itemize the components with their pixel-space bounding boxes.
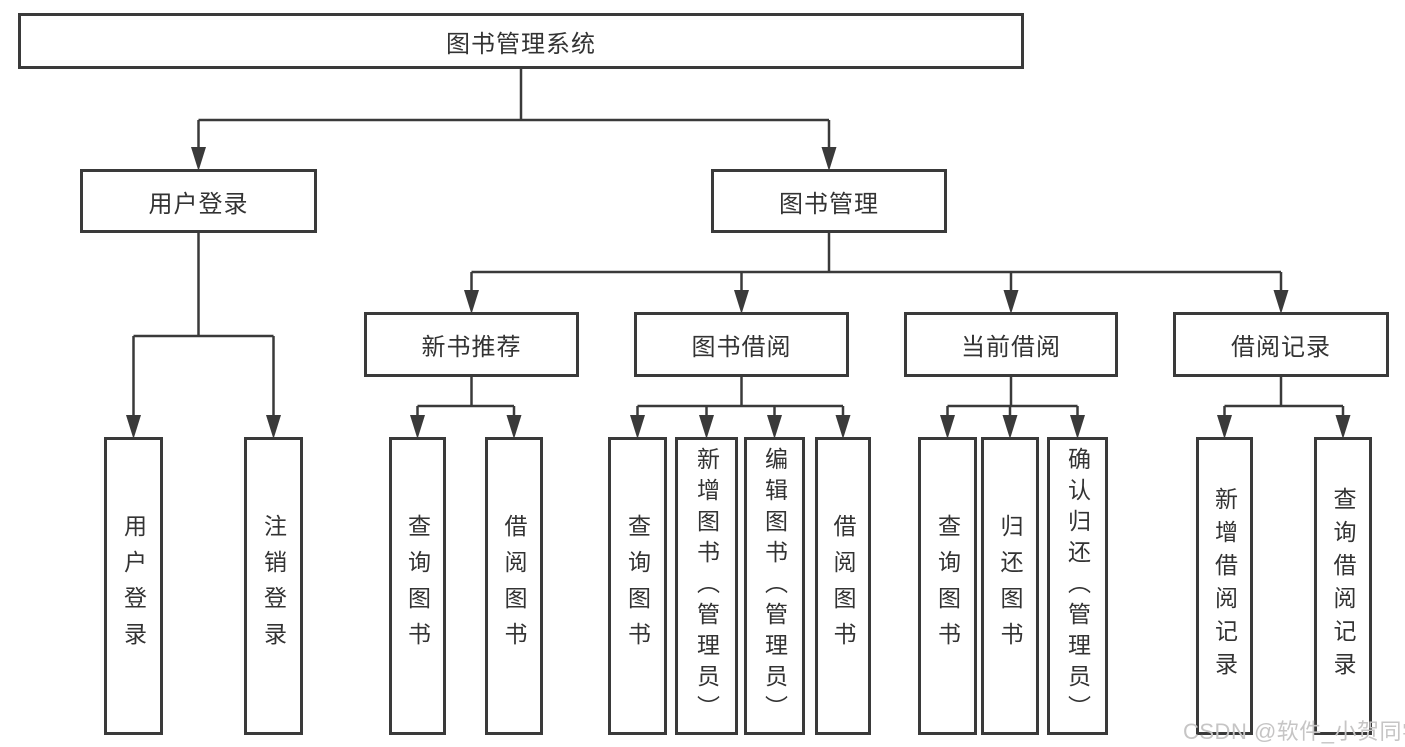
node-label-leaf-user-login: 用户登录 (120, 514, 147, 658)
node-leaf-cb-return: 归还图书 (981, 437, 1039, 735)
arrow-head-icon (821, 147, 837, 171)
node-label-leaf-cb-confirm: 确认归还（管理员） (1064, 446, 1091, 726)
arrow-head-icon (1003, 290, 1019, 314)
node-new-book: 新书推荐 (364, 312, 579, 377)
node-label-leaf-cb-query: 查询图书 (934, 514, 961, 658)
node-leaf-bb-edit: 编辑图书（管理员） (744, 437, 805, 735)
arrow-head-icon (630, 415, 645, 439)
node-label-book-borrow: 图书借阅 (691, 334, 792, 361)
node-leaf-br-query: 查询借阅记录 (1314, 437, 1372, 735)
arrow-head-icon (506, 415, 522, 439)
arrow-head-icon (940, 415, 955, 439)
arrow-head-icon (126, 415, 141, 439)
node-label-leaf-nb-borrow: 借阅图书 (501, 514, 527, 658)
node-current-borrow: 当前借阅 (904, 312, 1118, 377)
node-user-login: 用户登录 (80, 169, 317, 233)
arrow-head-icon (464, 290, 479, 314)
node-label-book-mgmt: 图书管理 (779, 190, 879, 218)
node-label-leaf-cb-return: 归还图书 (997, 514, 1023, 658)
csdn-watermark: CSDN @软件_小贺同学 (1183, 719, 1405, 744)
arrow-head-icon (1070, 415, 1085, 439)
node-label-leaf-br-query: 查询借阅记录 (1330, 487, 1356, 685)
arrow-head-icon (410, 415, 425, 439)
node-leaf-bb-query: 查询图书 (608, 437, 667, 735)
node-leaf-bb-borrow: 借阅图书 (815, 437, 871, 735)
node-label-leaf-logout: 注销登录 (260, 514, 287, 658)
node-label-leaf-br-add: 新增借阅记录 (1211, 487, 1238, 685)
node-label-user-login: 用户登录 (148, 190, 249, 218)
node-label-borrow-records: 借阅记录 (1231, 334, 1331, 361)
node-root: 图书管理系统 (18, 13, 1024, 69)
arrow-head-icon (835, 415, 851, 439)
arrow-head-icon (191, 147, 206, 171)
node-leaf-br-add: 新增借阅记录 (1196, 437, 1253, 735)
arrow-head-icon (767, 415, 782, 439)
node-borrow-records: 借阅记录 (1173, 312, 1389, 377)
arrow-head-icon (1335, 415, 1351, 439)
node-label-leaf-nb-query: 查询图书 (404, 514, 431, 658)
node-label-leaf-bb-edit: 编辑图书（管理员） (761, 446, 788, 726)
arrow-head-icon (1002, 415, 1018, 439)
arrow-head-icon (1217, 415, 1232, 439)
node-label-root: 图书管理系统 (446, 30, 596, 58)
node-book-borrow: 图书借阅 (634, 312, 849, 377)
node-leaf-user-login: 用户登录 (104, 437, 163, 735)
node-label-leaf-bb-borrow: 借阅图书 (830, 514, 856, 658)
node-label-new-book: 新书推荐 (421, 334, 522, 361)
node-leaf-cb-query: 查询图书 (918, 437, 977, 735)
node-book-mgmt: 图书管理 (711, 169, 947, 233)
node-label-leaf-bb-query: 查询图书 (624, 514, 651, 658)
node-leaf-bb-add: 新增图书（管理员） (675, 437, 738, 735)
node-label-current-borrow: 当前借阅 (961, 334, 1061, 361)
arrow-head-icon (1273, 290, 1289, 314)
node-leaf-nb-borrow: 借阅图书 (485, 437, 543, 735)
node-leaf-nb-query: 查询图书 (389, 437, 446, 735)
node-leaf-logout: 注销登录 (244, 437, 303, 735)
node-label-leaf-bb-add: 新增图书（管理员） (693, 446, 720, 726)
arrow-head-icon (699, 415, 714, 439)
node-leaf-cb-confirm: 确认归还（管理员） (1047, 437, 1108, 735)
arrow-head-icon (734, 290, 749, 314)
arrow-head-icon (266, 415, 281, 439)
